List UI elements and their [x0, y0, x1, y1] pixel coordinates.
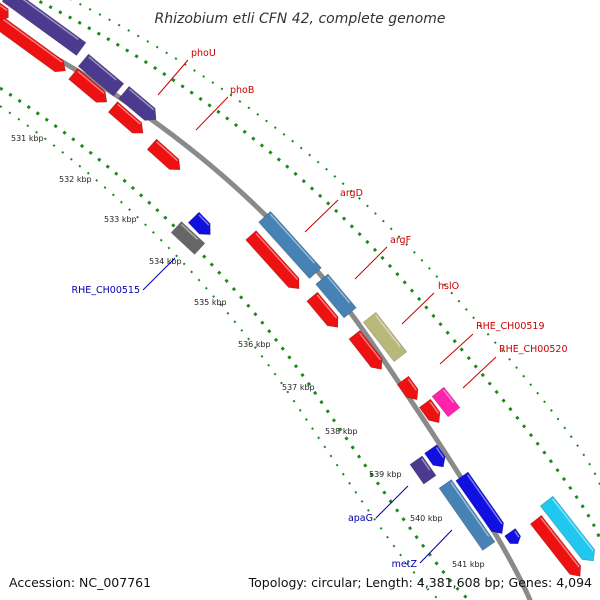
- red-cds-2[interactable]: [68, 68, 112, 107]
- gene-label-apaG[interactable]: apaG: [348, 513, 373, 524]
- blue-feature-4[interactable]: [504, 528, 524, 548]
- leader-line-RHE_CH00515: [142, 257, 176, 291]
- red-cds-10[interactable]: [529, 514, 585, 580]
- leader-line-argD: [304, 199, 339, 233]
- tick-label: 531 kbp: [11, 134, 44, 143]
- gene-label-RHE_CH00519[interactable]: RHE_CH00519: [476, 321, 545, 332]
- gene-label-argF[interactable]: argF: [390, 235, 411, 246]
- blue-feature-2[interactable]: [424, 444, 450, 472]
- tick-label: 532 kbp: [59, 175, 92, 184]
- gene-label-argD[interactable]: argD: [340, 188, 363, 199]
- red-cds-3[interactable]: [107, 101, 147, 139]
- tick-label: 541 kbp: [452, 560, 485, 569]
- steel-feature-argF[interactable]: [315, 273, 357, 319]
- backbone-line: [0, 25, 533, 600]
- tick-labels: 531 kbp 532 kbp 533 kbp 534 kbp 535 kbp 536 k…: [11, 134, 485, 569]
- steel-feature-argD[interactable]: [258, 210, 322, 280]
- red-cds-edge[interactable]: [0, 2, 13, 24]
- tick-label: 533 kbp: [104, 215, 137, 224]
- red-cds-5[interactable]: [245, 230, 305, 294]
- tick-label: 534 kbp: [149, 257, 182, 266]
- feature-layer: [0, 0, 599, 580]
- leader-line-phoB: [195, 96, 229, 131]
- gray-feature-RHE_CH00515[interactable]: [170, 221, 206, 255]
- leader-line-RHE_CH00519: [439, 333, 474, 365]
- leader-line-RHE_CH00520: [462, 356, 497, 389]
- red-cds-6[interactable]: [306, 291, 343, 332]
- tick-label: 536 kbp: [238, 340, 271, 349]
- magenta-feature[interactable]: [431, 386, 461, 418]
- gene-label-phoU[interactable]: phoU: [191, 48, 216, 59]
- tick-label: 535 kbp: [194, 298, 227, 307]
- steel-feature-metZ[interactable]: [438, 479, 496, 551]
- olive-feature-hslO[interactable]: [362, 311, 408, 363]
- summary-text: Topology: circular; Length: 4,381,608 bp…: [248, 575, 592, 590]
- dotted-track-1: [33, 0, 600, 541]
- accession-text: Accession: NC_007761: [9, 575, 151, 590]
- tick-label: 539 kbp: [369, 470, 402, 479]
- red-cds-8[interactable]: [396, 375, 422, 404]
- gene-label-phoB[interactable]: phoB: [230, 85, 254, 96]
- red-cds-9[interactable]: [418, 398, 444, 427]
- blue-feature-3[interactable]: [455, 471, 508, 538]
- gene-labels: phoUphoBargDargFhslORHE_CH00519RHE_CH005…: [72, 48, 568, 570]
- cyan-feature[interactable]: [539, 495, 599, 566]
- tick-label: 538 kbp: [325, 427, 358, 436]
- tick-label: 537 kbp: [282, 383, 315, 392]
- red-cds-7[interactable]: [348, 329, 387, 373]
- purple-feature-apaG[interactable]: [409, 455, 437, 485]
- blue-feature-1[interactable]: [187, 211, 215, 240]
- leader-line-hslO: [401, 292, 435, 325]
- gene-label-metZ[interactable]: metZ: [392, 559, 418, 570]
- red-cds-1[interactable]: [0, 13, 70, 76]
- leader-line-metZ: [419, 529, 453, 564]
- gene-label-RHE_CH00520[interactable]: RHE_CH00520: [499, 344, 568, 355]
- red-cds-4[interactable]: [146, 138, 185, 175]
- purple-feature-3[interactable]: [118, 85, 161, 125]
- dotted-track-2: [0, 86, 471, 600]
- purple-feature-2[interactable]: [77, 53, 125, 97]
- leader-line-argF: [354, 246, 388, 280]
- leader-line-apaG: [375, 485, 409, 519]
- purple-feature-1[interactable]: [1, 0, 87, 56]
- tick-label: 540 kbp: [410, 514, 443, 523]
- gene-label-RHE_CH00515[interactable]: RHE_CH00515: [72, 285, 141, 296]
- leader-line-phoU: [157, 59, 189, 96]
- map-title: Rhizobium etli CFN 42, complete genome: [155, 11, 446, 27]
- gene-label-hslO[interactable]: hslO: [438, 281, 459, 292]
